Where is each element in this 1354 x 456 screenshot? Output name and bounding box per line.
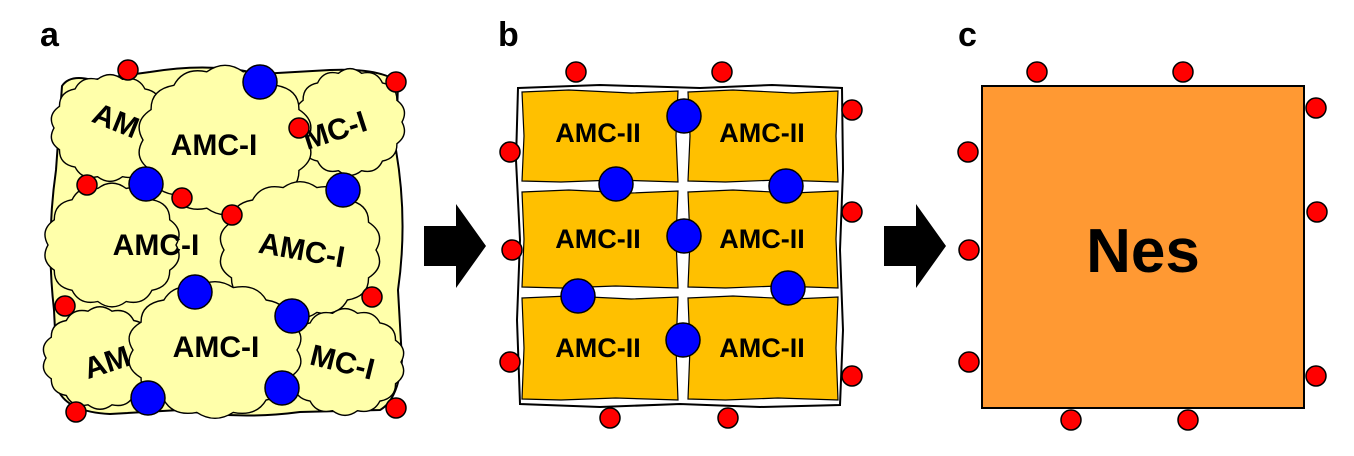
- red-particle: [499, 141, 521, 163]
- red-particle: [599, 407, 621, 429]
- arrow-right-icon: [424, 204, 486, 288]
- amc-ii-labels: AMC-II AMC-II AMC-II AMC-II AMC-II AMC-II: [555, 118, 804, 363]
- red-particle: [958, 239, 980, 261]
- red-particle: [361, 286, 383, 308]
- nes-label: Nes: [1086, 217, 1200, 286]
- blue-particle: [665, 322, 701, 358]
- panel-c-particles: [957, 61, 1328, 431]
- amc-ii-label: AMC-II: [555, 333, 640, 363]
- red-particle: [958, 351, 980, 373]
- red-particle: [76, 174, 98, 196]
- panel-b: b AMC-II AMC-II AMC-II AMC-II AMC-II AMC-II: [498, 16, 863, 429]
- red-particle: [117, 59, 139, 81]
- red-particle: [1177, 409, 1199, 431]
- blue-particle: [274, 298, 310, 334]
- red-particle: [711, 61, 733, 83]
- panel-letter-b: b: [498, 16, 519, 54]
- nes-grain: [981, 85, 1305, 409]
- amc-i-grains: [42, 64, 406, 419]
- blue-particle: [264, 370, 300, 406]
- red-particle: [1172, 61, 1194, 83]
- red-particle: [288, 117, 310, 139]
- amc-ii-grains: [521, 89, 839, 401]
- red-particle: [171, 187, 193, 209]
- red-particle: [65, 401, 87, 423]
- red-particle: [841, 365, 863, 387]
- red-particle: [1305, 365, 1327, 387]
- amc-i-grain: [42, 306, 158, 410]
- amc-i-grain: [128, 281, 302, 419]
- blue-particle: [177, 274, 213, 310]
- arrow-right-icon: [884, 204, 946, 288]
- red-particle: [385, 397, 407, 419]
- panel-letter-a: a: [40, 16, 60, 54]
- red-particle: [1305, 97, 1327, 119]
- red-particle: [501, 239, 523, 261]
- red-particle: [841, 99, 863, 121]
- red-particle: [1026, 61, 1048, 83]
- red-particle: [221, 204, 243, 226]
- amc-ii-grain: [521, 295, 679, 401]
- blue-particle: [560, 278, 596, 314]
- panel-a-particles: [54, 59, 407, 423]
- amc-ii-label: AMC-II: [555, 224, 640, 254]
- amc-ii-grain: [687, 89, 839, 183]
- panel-b-particles: [499, 61, 863, 429]
- amc-i-label: AMC-I: [171, 129, 258, 162]
- panel-letter-c: c: [958, 16, 977, 54]
- blue-particle: [770, 270, 806, 306]
- amc-i-label: AMC-I: [113, 229, 200, 262]
- blue-particle: [598, 166, 634, 202]
- blue-particle: [325, 172, 361, 208]
- amc-ii-label: AMC-II: [719, 118, 804, 148]
- amc-i-label: AMC-I: [173, 331, 260, 364]
- red-particle: [54, 295, 76, 317]
- blue-particle: [242, 64, 278, 100]
- red-particle: [385, 71, 407, 93]
- red-particle: [717, 407, 739, 429]
- amc-ii-grain: [687, 295, 839, 401]
- red-particle: [565, 61, 587, 83]
- panel-c: c Nes: [957, 16, 1328, 431]
- blue-particle: [130, 380, 166, 416]
- amc-ii-label: AMC-II: [719, 333, 804, 363]
- red-particle: [957, 141, 979, 163]
- red-particle: [1060, 409, 1082, 431]
- red-particle: [1306, 201, 1328, 223]
- blue-particle: [768, 168, 804, 204]
- amc-ii-label: AMC-II: [719, 224, 804, 254]
- red-particle: [841, 201, 863, 223]
- amc-ii-grain: [521, 89, 679, 183]
- blue-particle: [666, 218, 702, 254]
- blue-particle: [666, 98, 702, 134]
- red-particle: [499, 351, 521, 373]
- amc-ii-label: AMC-II: [555, 118, 640, 148]
- blue-particle: [128, 166, 164, 202]
